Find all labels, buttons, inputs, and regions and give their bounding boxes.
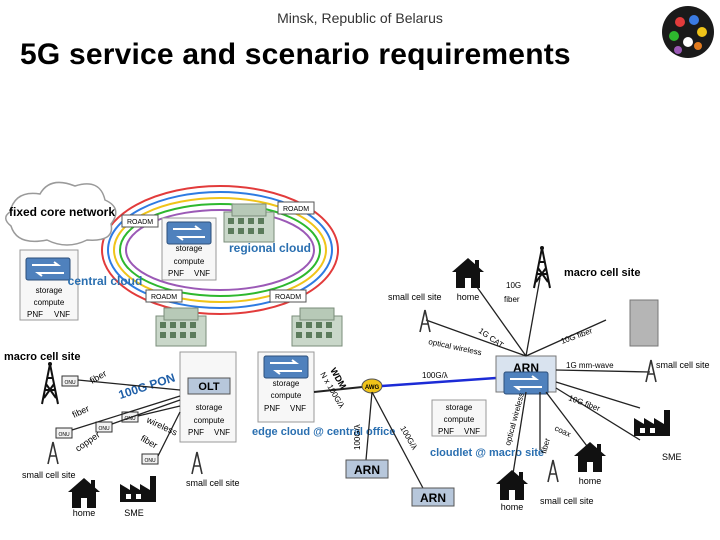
roadm-ne: ROADM (283, 206, 309, 213)
label-fiber-4: fiber (504, 295, 520, 304)
label-optical-wireless-2: optical wireless (503, 392, 526, 447)
label-awg: AWG (365, 385, 380, 391)
onu-1: ONU (64, 380, 76, 386)
olt-pnf-label: PNF (188, 428, 204, 437)
arn-label-lower-left: ARN (354, 463, 380, 477)
olt-vnf-label: VNF (214, 428, 230, 437)
regional-vnf-label: VNF (194, 269, 210, 278)
label-macro-right: macro cell site (564, 267, 640, 279)
label-wireless-1: wireless (144, 414, 179, 437)
network-diagram: fixed core network storage compute PNF V… (4, 181, 710, 518)
arn-node-bottom (411, 487, 455, 507)
label-sme-2: SME (662, 452, 682, 462)
label-10g-fiber-1: 10G fiber (560, 326, 594, 346)
label-home-2: home (457, 292, 480, 302)
cloudlet-pnf-label: PNF (438, 427, 454, 436)
label-fixed-core: fixed core network (9, 205, 115, 219)
label-regional-cloud: regional cloud (229, 241, 311, 255)
label-100g-1: 100G/λ (353, 424, 362, 450)
label-coax: coax (553, 424, 572, 439)
central-compute-label: compute (34, 298, 65, 307)
label-1g-mmwave: 1G mm-wave (566, 361, 614, 370)
label-central-cloud: central cloud (68, 274, 143, 288)
label-10g-fiber-2: 10G fiber (567, 393, 601, 413)
central-pnf-label: PNF (27, 310, 43, 319)
label-small-cell-3: small cell site (388, 292, 442, 302)
regional-storage-label: storage (176, 244, 203, 253)
label-fiber-3: fiber (139, 433, 159, 450)
cloudlet-vnf-label: VNF (464, 427, 480, 436)
label-fiber-2: fiber (71, 403, 91, 419)
onu-2: ONU (58, 432, 70, 438)
label-10g: 10G (506, 281, 521, 290)
regional-compute-label: compute (174, 257, 205, 266)
label-optical-wireless-1: optical wireless (428, 337, 483, 357)
label-copper: copper (73, 430, 101, 454)
label-sme-1: SME (124, 508, 144, 518)
label-edge-cloud: edge cloud @ central office (252, 426, 395, 438)
label-small-cell-1: small cell site (22, 470, 76, 480)
label-1g-cat: 1G CAT (477, 326, 505, 350)
label-cloudlet: cloudlet @ macro site (430, 447, 544, 459)
onu-5: ONU (144, 458, 156, 464)
label-macro-left: macro cell site (4, 351, 80, 363)
slide-subtitle: Minsk, Republic of Belarus (277, 10, 443, 26)
label-small-cell-5: small cell site (540, 496, 594, 506)
slide-header: Minsk, Republic of Belarus 5G service an… (0, 0, 720, 160)
olt-compute-label: compute (194, 416, 225, 425)
cloudlet-compute-label: compute (444, 415, 475, 424)
label-100g-3: 100G/λ (422, 371, 448, 380)
central-vnf-label: VNF (54, 310, 70, 319)
roadm-sw: ROADM (151, 294, 177, 301)
slide-title: 5G service and scenario requirements (20, 38, 571, 71)
fixed-core-cloud (5, 181, 117, 246)
roadm-nw: ROADM (127, 219, 153, 226)
onu-4: ONU (124, 416, 136, 422)
edge-compute-label: compute (271, 391, 302, 400)
label-home-4: home (501, 502, 524, 512)
arn-label-bottom: ARN (420, 491, 446, 505)
label-small-cell-2: small cell site (186, 478, 240, 488)
onu-3: ONU (98, 426, 110, 432)
edge-storage-label: storage (273, 379, 300, 388)
roadm-se: ROADM (275, 294, 301, 301)
arn-node-lower-left (345, 459, 389, 479)
central-storage-label: storage (36, 286, 63, 295)
label-small-cell-4: small cell site (656, 360, 710, 370)
cloudlet-storage-label: storage (446, 403, 473, 412)
edge-vnf-label: VNF (290, 404, 306, 413)
olt-label: OLT (198, 381, 219, 393)
optical-ring (101, 185, 339, 315)
label-home-3: home (579, 476, 602, 486)
label-home-1: home (73, 508, 96, 518)
edge-pnf-label: PNF (264, 404, 280, 413)
olt-storage-label: storage (196, 403, 223, 412)
regional-pnf-label: PNF (168, 269, 184, 278)
office-building-icon (629, 299, 659, 347)
fiber-cable-icon (662, 6, 714, 58)
label-fiber-5: fiber (539, 437, 552, 455)
